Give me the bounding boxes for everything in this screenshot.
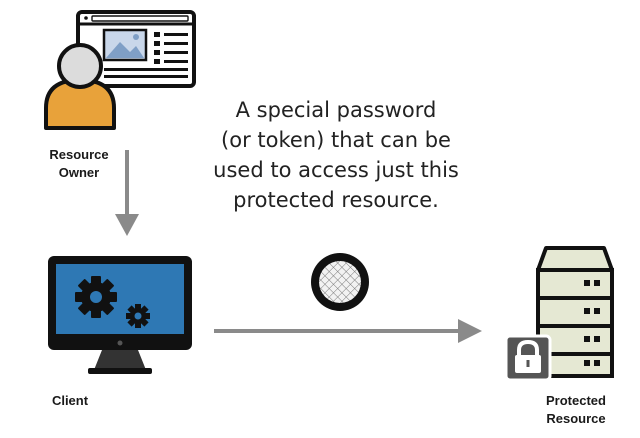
resource-owner-illustration (44, 10, 196, 130)
resource-owner-label: Resource Owner (49, 147, 109, 180)
person-icon (44, 43, 116, 130)
lock-icon (504, 334, 552, 382)
owner-to-client-arrow (115, 150, 139, 236)
client-label: Client (51, 393, 89, 408)
gear-large-icon (75, 276, 117, 318)
browser-window-icon (76, 10, 196, 88)
token-description: A special password (or token) that can b… (213, 98, 459, 212)
client-computer-icon (48, 256, 192, 374)
server-icon (504, 246, 614, 382)
gear-small-icon (126, 304, 150, 328)
client-to-resource-arrow (214, 319, 482, 343)
protected-resource-label: Protected Resource (546, 393, 606, 426)
token-icon (311, 253, 369, 311)
